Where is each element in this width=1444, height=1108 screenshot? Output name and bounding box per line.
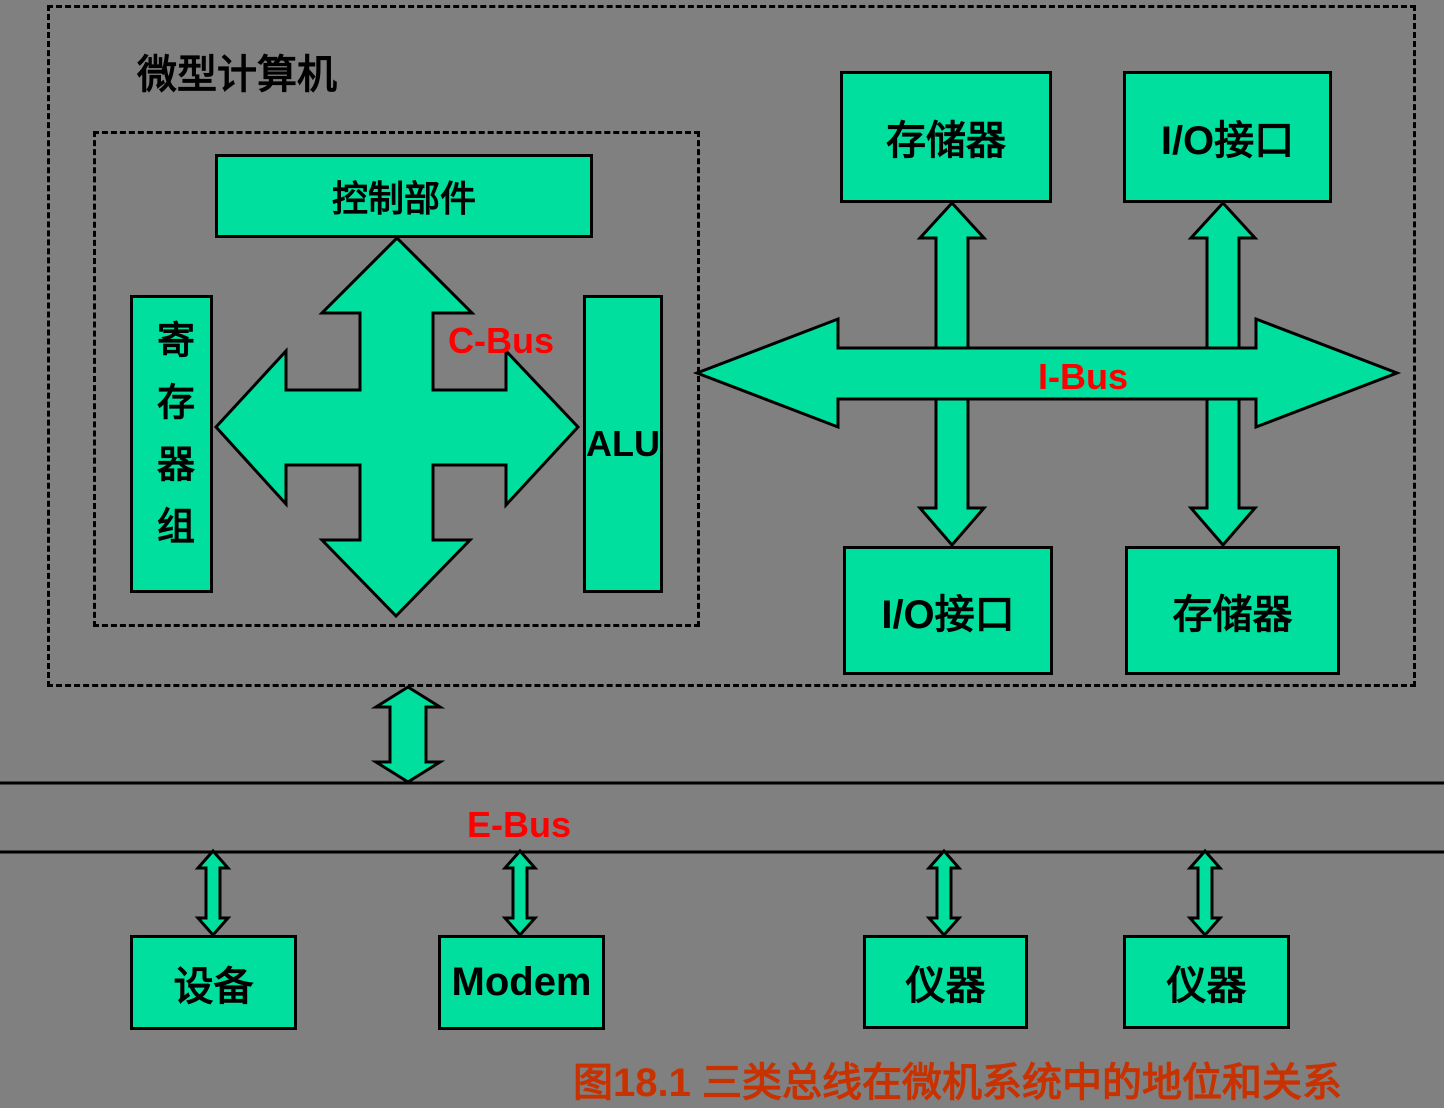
io-bottom-box: I/O接口 <box>843 546 1053 675</box>
c-bus-label: C-Bus <box>448 320 554 361</box>
i-bus-label: I-Bus <box>1038 356 1128 397</box>
alu-label: ALU <box>586 423 660 464</box>
microcomputer-dashed-border <box>47 5 1416 687</box>
cpu-inner-dashed-border <box>93 131 700 627</box>
io-top-box: I/O接口 <box>1123 71 1332 203</box>
io-top-label: I/O接口 <box>1160 119 1295 163</box>
instrument-right-label: 仪器 <box>1166 964 1247 1008</box>
microcomputer-title: 微型计算机 <box>137 53 337 97</box>
memory-top-box: 存储器 <box>840 71 1052 203</box>
memory-bottom-label: 存储器 <box>1172 592 1293 637</box>
instrument-right-box: 仪器 <box>1123 935 1290 1029</box>
e-bus-connector-arrow <box>370 685 446 784</box>
figure-caption: 图18.1 三类总线在微机系统中的地位和关系 <box>573 1061 1342 1105</box>
io-bottom-label: I/O接口 <box>881 592 1015 637</box>
c-bus-four-way-arrow <box>213 235 581 619</box>
device-box: 设备 <box>130 935 297 1030</box>
instrument-left-box: 仪器 <box>863 935 1028 1029</box>
memory-top-label: 存储器 <box>886 119 1006 163</box>
device-label: 设备 <box>173 964 254 1009</box>
instrument-left-label: 仪器 <box>905 964 986 1008</box>
control-unit-box: 控制部件 <box>215 154 593 238</box>
i-bus-arrow <box>692 316 1402 430</box>
modem-arrow <box>501 848 539 938</box>
instrument-left-arrow <box>925 848 963 938</box>
modem-label: Modem <box>451 960 592 1004</box>
alu-box: ALU <box>583 295 663 593</box>
device-arrow <box>194 848 232 938</box>
modem-box: Modem <box>438 935 605 1030</box>
memory-bottom-box: 存储器 <box>1125 546 1340 675</box>
control-unit-label: 控制部件 <box>331 178 476 219</box>
e-bus-label: E-Bus <box>467 804 572 845</box>
instrument-right-arrow <box>1186 848 1224 938</box>
registers-label: 寄存器组 <box>150 320 193 568</box>
registers-box: 寄存器组 <box>130 295 213 593</box>
